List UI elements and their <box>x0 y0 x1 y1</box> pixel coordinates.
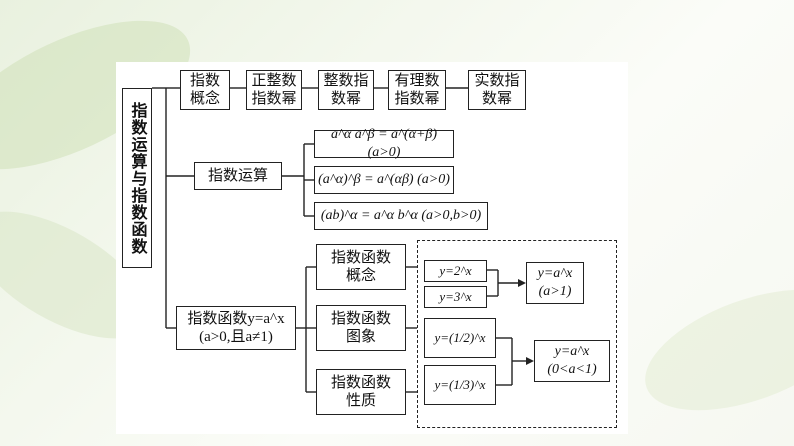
increasing-result-box: y=a^x(a>1) <box>526 262 584 304</box>
rule-product-power-box: (ab)^α = a^α b^α (a>0,b>0) <box>314 202 488 230</box>
rule-product-box: a^α a^β = a^(α+β) (a>0) <box>314 127 454 160</box>
step-integer-power: 整数指数幂 <box>318 70 374 110</box>
decreasing-result-box: y=a^x(0<a<1) <box>534 340 610 382</box>
step-exponent-concept: 指数概念 <box>180 70 230 110</box>
background-leaf <box>629 265 794 435</box>
exponential-function-box: 指数函数y=a^x(a>0,且a≠1) <box>176 306 296 350</box>
exponent-operations-box: 指数运算 <box>194 162 282 190</box>
concept-map: 指数运算与指数函数 指数概念 正整数指数幂 整数指数幂 有理数指数幂 实数指数幂… <box>116 62 628 434</box>
step-positive-integer-power: 正整数指数幂 <box>246 70 302 110</box>
function-properties-box: 指数函数性质 <box>316 369 406 415</box>
step-real-power: 实数指数幂 <box>468 70 526 110</box>
function-concept-box: 指数函数概念 <box>316 244 406 290</box>
function-graph-box: 指数函数图象 <box>316 305 406 351</box>
step-rational-power: 有理数指数幂 <box>388 70 446 110</box>
example-base-third-box: y=(1/3)^x <box>424 365 496 405</box>
rule-power-box: (a^α)^β = a^(αβ) (a>0) <box>314 166 454 194</box>
root-topic-box: 指数运算与指数函数 <box>122 88 152 268</box>
root-topic-label: 指数运算与指数函数 <box>128 101 146 255</box>
example-base-half-box: y=(1/2)^x <box>424 318 496 358</box>
example-base-2-box: y=2^x <box>424 260 487 282</box>
examples-dashed-region <box>417 240 617 428</box>
connector-lines <box>152 87 534 393</box>
example-base-3-box: y=3^x <box>424 286 487 308</box>
